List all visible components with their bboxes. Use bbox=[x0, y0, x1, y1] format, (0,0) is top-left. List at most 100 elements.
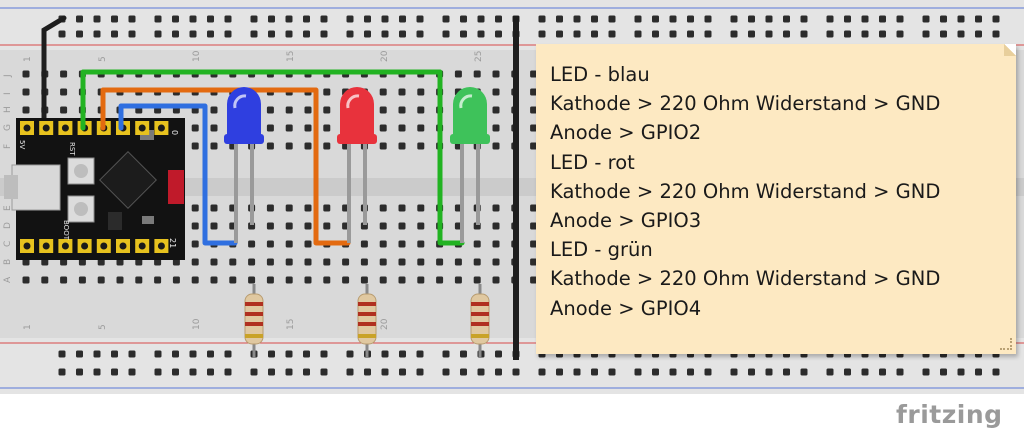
breadboard-hole bbox=[323, 222, 331, 230]
breadboard-hole bbox=[975, 15, 982, 23]
breadboard-hole bbox=[530, 124, 538, 132]
breadboard-hole bbox=[268, 350, 275, 358]
breadboard-hole bbox=[379, 240, 387, 248]
breadboard-hole bbox=[608, 15, 616, 23]
board-pin-hole bbox=[138, 242, 146, 250]
breadboard-hole bbox=[460, 350, 467, 358]
breadboard-hole bbox=[303, 368, 310, 376]
breadboard-hole bbox=[800, 30, 808, 38]
breadboard-hole bbox=[172, 258, 180, 266]
breadboard-hole bbox=[398, 124, 406, 132]
breadboard-hole bbox=[285, 106, 293, 114]
breadboard-hole bbox=[285, 240, 293, 248]
breadboard-hole bbox=[477, 368, 485, 376]
breadboard-hole bbox=[381, 30, 389, 38]
breadboard-hole bbox=[669, 30, 677, 38]
breadboard-hole bbox=[748, 30, 755, 38]
row-letter: F bbox=[3, 144, 13, 149]
breadboard-hole bbox=[189, 15, 197, 23]
breadboard-hole bbox=[41, 258, 49, 266]
breadboard-hole bbox=[323, 142, 331, 150]
breadboard-hole bbox=[304, 276, 312, 284]
breadboard-hole bbox=[342, 258, 350, 266]
breadboard-hole bbox=[957, 368, 965, 376]
breadboard-hole bbox=[268, 15, 275, 23]
breadboard-hole bbox=[154, 30, 162, 38]
breadboard-hole bbox=[323, 204, 331, 212]
breadboard-hole bbox=[266, 204, 274, 212]
breadboard-hole bbox=[398, 88, 406, 96]
breadboard-hole bbox=[323, 258, 331, 266]
breadboard-hole bbox=[285, 30, 293, 38]
breadboard-hole bbox=[765, 15, 773, 23]
note-resize-handle[interactable] bbox=[1000, 338, 1012, 350]
resistor-band bbox=[358, 322, 376, 326]
column-number: 5 bbox=[98, 56, 108, 62]
breadboard-hole bbox=[320, 350, 328, 358]
orange-wire bbox=[100, 87, 351, 246]
board-pin-hole bbox=[42, 124, 50, 132]
breadboard-hole bbox=[922, 30, 930, 38]
breadboard-hole bbox=[591, 30, 598, 38]
breadboard-hole bbox=[652, 30, 659, 38]
breadboard-hole bbox=[634, 30, 642, 38]
breadboard-hole bbox=[730, 15, 738, 23]
breadboard-hole bbox=[266, 240, 274, 248]
breadboard-hole bbox=[266, 142, 274, 150]
resistor-band bbox=[471, 334, 489, 338]
breadboard-hole bbox=[172, 350, 179, 358]
breadboard-hole bbox=[495, 30, 502, 38]
breadboard-hole bbox=[416, 30, 424, 38]
breadboard-hole bbox=[473, 258, 481, 266]
breadboard-hole bbox=[250, 30, 258, 38]
breadboard-hole bbox=[304, 106, 312, 114]
breadboard-hole bbox=[128, 30, 136, 38]
row-letter: H bbox=[3, 106, 13, 113]
breadboard-hole bbox=[111, 350, 118, 358]
breadboard-hole bbox=[765, 30, 773, 38]
breadboard-hole bbox=[266, 276, 274, 284]
breadboard-hole bbox=[398, 106, 406, 114]
breadboard-hole bbox=[60, 88, 68, 96]
breadboard-hole bbox=[591, 368, 598, 376]
breadboard-hole bbox=[379, 204, 387, 212]
breadboard-hole bbox=[417, 240, 425, 248]
breadboard-hole bbox=[346, 15, 354, 23]
breadboard-hole bbox=[922, 15, 930, 23]
breadboard-hole bbox=[323, 124, 331, 132]
note-fold-corner bbox=[1004, 44, 1016, 56]
resistor-body bbox=[244, 293, 264, 345]
leds bbox=[224, 87, 490, 243]
breadboard-hole bbox=[381, 368, 389, 376]
breadboard-hole bbox=[304, 204, 312, 212]
breadboard-hole bbox=[250, 15, 258, 23]
row-letter: A bbox=[3, 276, 13, 283]
breadboard-hole bbox=[210, 258, 218, 266]
breadboard-hole bbox=[477, 30, 485, 38]
note-line: Kathode > 220 Ohm Widerstand > GND bbox=[550, 267, 941, 291]
breadboard-hole bbox=[360, 276, 368, 284]
breadboard-hole bbox=[381, 350, 389, 358]
breadboard-hole bbox=[495, 350, 502, 358]
breadboard-hole bbox=[224, 368, 232, 376]
breadboard-hole bbox=[285, 258, 293, 266]
breadboard-hole bbox=[22, 276, 30, 284]
breadboard-hole bbox=[460, 30, 467, 38]
breadboard-hole bbox=[207, 350, 214, 358]
breadboard-hole bbox=[896, 368, 904, 376]
breadboard-hole bbox=[730, 30, 738, 38]
breadboard-hole bbox=[492, 258, 500, 266]
breadboard-hole bbox=[492, 124, 500, 132]
breadboard-hole bbox=[399, 15, 406, 23]
breadboard-hole bbox=[22, 258, 30, 266]
breadboard-hole bbox=[248, 276, 256, 284]
resistor-body bbox=[470, 293, 490, 345]
breadboard-hole bbox=[379, 124, 387, 132]
breadboard-hole bbox=[78, 276, 86, 284]
breadboard-hole bbox=[556, 30, 563, 38]
breadboard-hole bbox=[381, 15, 389, 23]
board-pin-hole bbox=[119, 242, 127, 250]
breadboard-hole bbox=[224, 350, 232, 358]
breadboard-hole bbox=[454, 70, 462, 78]
breadboard-hole bbox=[60, 106, 68, 114]
